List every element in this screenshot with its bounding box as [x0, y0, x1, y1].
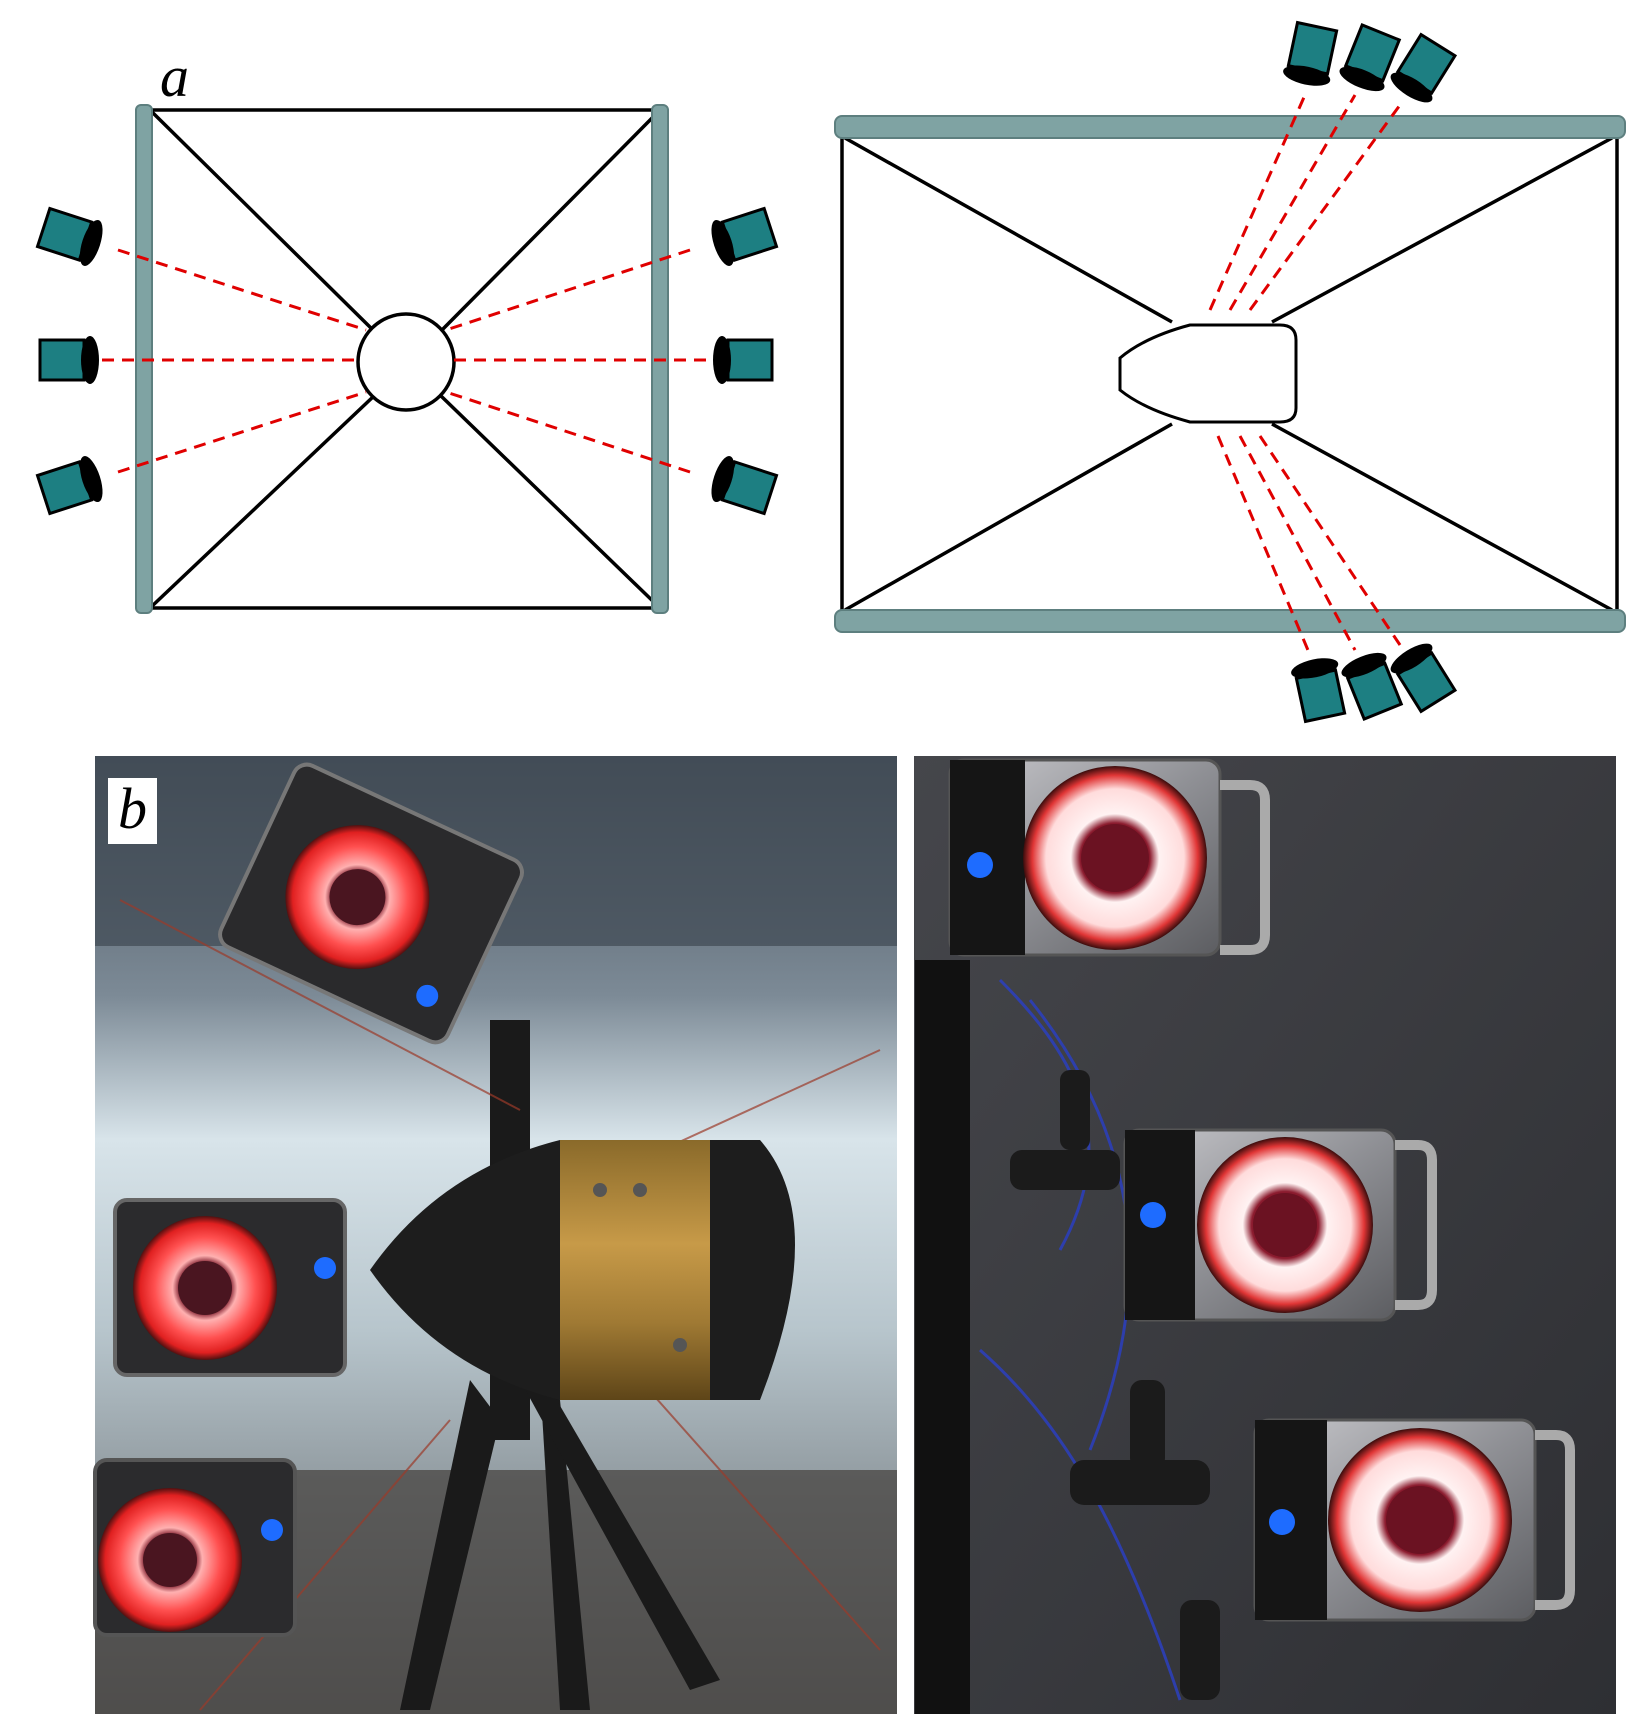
- camera-icon: [1334, 21, 1405, 98]
- camera-photo-middle: [113, 1198, 347, 1377]
- model-cross-section: [356, 312, 456, 412]
- frame-struts: [148, 108, 662, 610]
- camera-photo-center: [1123, 1128, 1437, 1322]
- sight-lines: [102, 248, 706, 474]
- camera-icon: [711, 334, 774, 386]
- camera-icon: [34, 451, 109, 519]
- camera-photo-upper: [948, 758, 1270, 957]
- camera-photo-lower: [1253, 1418, 1575, 1622]
- photo-left: [93, 756, 897, 1714]
- camera-icon: [705, 451, 780, 519]
- tripod-pole: [915, 960, 970, 1714]
- frame-bar-bottom: [834, 609, 1626, 633]
- mount-arms: [1010, 1070, 1220, 1700]
- camera-icon: [34, 203, 109, 271]
- photo-right: [914, 756, 1616, 1714]
- panel-label-a: a: [160, 44, 189, 109]
- camera-photo-top: [218, 762, 524, 1045]
- frame-bar-top: [834, 115, 1626, 139]
- sight-lines: [1208, 94, 1402, 656]
- camera-icon: [1336, 646, 1407, 723]
- camera-photo-bottom: [93, 1458, 297, 1637]
- camera-icon: [1287, 653, 1351, 724]
- camera-icon: [1279, 20, 1343, 91]
- frame-struts: [840, 136, 1619, 612]
- model-bullet: [1118, 323, 1298, 424]
- wind-tunnel-model: [370, 1140, 795, 1400]
- camera-icon: [38, 334, 101, 386]
- panel-label-b: b: [108, 778, 157, 844]
- diagram-a-left: [34, 104, 780, 614]
- diagram-a-right: [834, 20, 1626, 724]
- camera-icon: [705, 203, 780, 271]
